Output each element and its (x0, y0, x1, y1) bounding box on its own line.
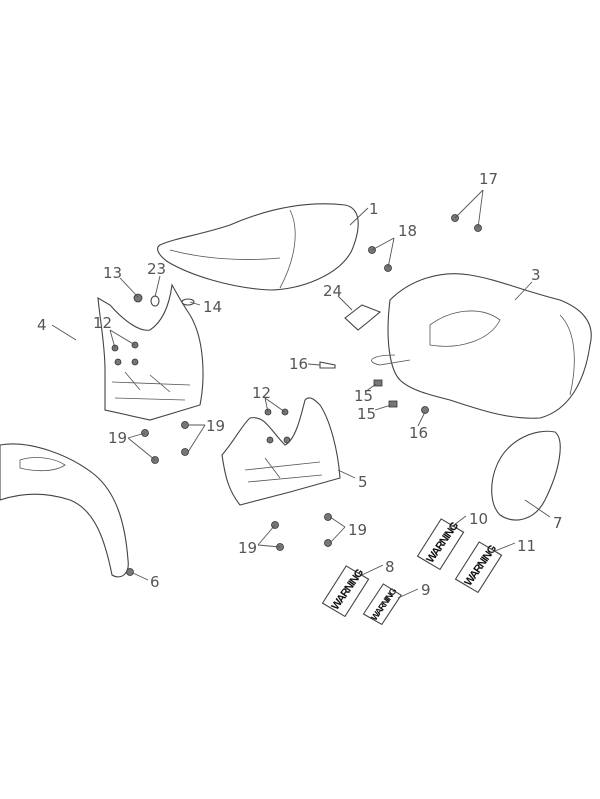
rear-panel (491, 430, 561, 521)
callout-1: 1 (369, 200, 379, 218)
callout-15: 15 (357, 405, 376, 423)
callout-19: 19 (108, 429, 127, 447)
callout-18: 18 (398, 222, 417, 240)
callout-17: 17 (479, 170, 498, 188)
callout-3: 3 (531, 266, 541, 284)
callout-16: 16 (289, 355, 308, 373)
callout-16: 16 (409, 424, 428, 442)
rear-fender (371, 273, 592, 419)
callout-15: 15 (354, 387, 373, 405)
footrest-right (221, 397, 341, 506)
callout-13: 13 (103, 264, 122, 282)
callout-24: 24 (323, 282, 342, 300)
leader-lines (51, 189, 551, 599)
callout-14: 14 (203, 298, 222, 316)
callout-19: 19 (348, 521, 367, 539)
callout-11: 11 (517, 537, 536, 555)
callout-10: 10 (469, 510, 488, 528)
footrest-left (97, 283, 204, 421)
seat (157, 203, 359, 291)
callout-6: 6 (150, 573, 160, 591)
callout-7: 7 (553, 514, 563, 532)
callout-19: 19 (238, 539, 257, 557)
warning-decal-9: WARNING (362, 583, 402, 626)
callout-12: 12 (93, 314, 112, 332)
callout-4: 4 (37, 316, 47, 334)
bracket (344, 304, 382, 331)
callout-23: 23 (147, 260, 166, 278)
callout-12: 12 (252, 384, 271, 402)
callout-5: 5 (358, 473, 368, 491)
callout-19: 19 (206, 417, 225, 435)
warning-decal-8: WARNING (321, 565, 370, 618)
warning-decal-10: WARNING (416, 518, 465, 571)
callout-9: 9 (421, 581, 431, 599)
front-fender (0, 443, 129, 578)
callout-8: 8 (385, 558, 395, 576)
warning-decal-11: WARNING (454, 541, 503, 594)
